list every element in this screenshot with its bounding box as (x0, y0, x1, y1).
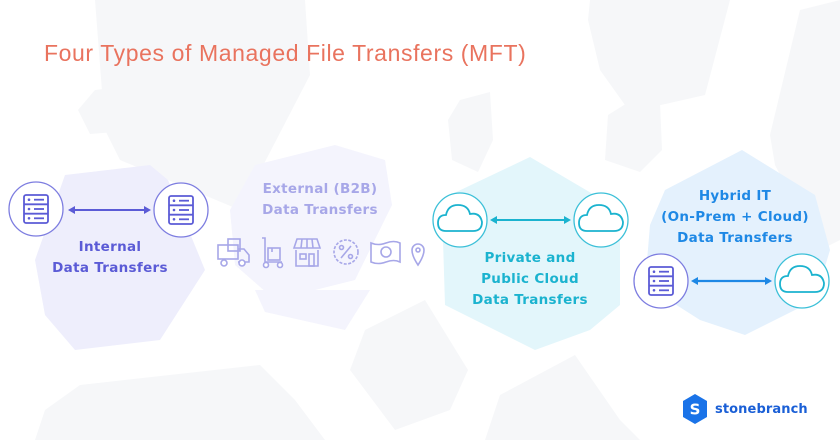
hybrid-label-line: Hybrid IT (698, 188, 772, 204)
hybrid-cloud-icon (774, 253, 830, 309)
hand-truck-icon (262, 237, 284, 269)
cloud-label: Private and Public Cloud Data Transfers (455, 248, 605, 311)
cloud-label-line: Private and (484, 250, 576, 266)
logo-hexagon-icon: S (683, 394, 707, 424)
internal-left-server (8, 181, 64, 237)
external-label-line: Data Transfers (262, 202, 378, 218)
cloud-left-icon (432, 192, 488, 248)
external-label-line: External (B2B) (262, 181, 378, 197)
decor-hexagon (95, 0, 310, 210)
internal-arrow-icon (68, 206, 151, 214)
decor-hexagon (448, 92, 493, 172)
internal-label-line: Data Transfers (52, 260, 168, 276)
brand-name: stonebranch (715, 401, 808, 417)
internal-label: Internal Data Transfers (40, 237, 180, 279)
truck-icon (217, 238, 250, 267)
discount-badge-icon (333, 239, 359, 265)
map-pin-icon (411, 243, 425, 267)
page-title: Four Types of Managed File Transfers (MF… (44, 40, 527, 66)
hybrid-label-line: Data Transfers (677, 230, 793, 246)
decor-hexagon (78, 88, 128, 134)
external-label: External (B2B) Data Transfers (245, 179, 395, 221)
internal-right-server (153, 182, 209, 238)
storefront-icon (292, 238, 322, 267)
external-icons (217, 237, 425, 269)
cloud-label-line: Data Transfers (472, 292, 588, 308)
logo-letter: S (690, 401, 701, 419)
internal-label-line: Internal (78, 239, 142, 255)
hybrid-label: Hybrid IT (On-Prem + Cloud) Data Transfe… (650, 186, 820, 249)
decor-hexagon (485, 355, 640, 440)
decor-hexagon (35, 365, 325, 440)
hybrid-arrow-icon (691, 277, 772, 285)
external-hexagon-low (255, 290, 370, 330)
decor-hexagon (605, 100, 662, 172)
cloud-right-icon (573, 192, 629, 248)
cash-icon (370, 240, 401, 265)
hybrid-server-icon (633, 253, 689, 309)
cloud-hexagon (443, 157, 620, 350)
decor-hexagon (588, 0, 730, 112)
decor-hexagon (350, 300, 468, 430)
stonebranch-logo: S stonebranch (683, 394, 808, 424)
cloud-arrow-icon (490, 216, 571, 224)
cloud-label-line: Public Cloud (481, 271, 579, 287)
hybrid-label-line: (On-Prem + Cloud) (661, 209, 809, 225)
